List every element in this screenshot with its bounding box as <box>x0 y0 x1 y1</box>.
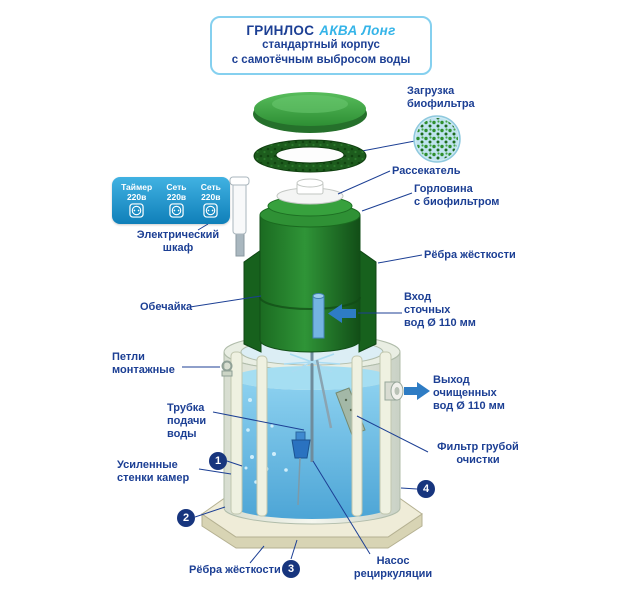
title-subtitle-2: с самотёчным выбросом воды <box>231 53 411 66</box>
conduit-pipe <box>229 176 250 257</box>
panel-item-timer: Таймер 220в <box>121 181 153 219</box>
label-neck-with-biofilter: Горловина с биофильтром <box>414 183 500 208</box>
outlet-pipe <box>384 381 404 401</box>
recirculation-pump <box>291 431 311 506</box>
leader-lines <box>182 170 429 564</box>
panel-item-voltage: 220в <box>201 191 221 202</box>
socket-icon <box>203 203 218 218</box>
label-recirculation-pump: Насос рециркуляции <box>353 555 433 580</box>
label-biofilter-load: Загрузка биофильтра <box>407 85 475 110</box>
label-dissector: Рассекатель <box>392 165 461 177</box>
label-coarse-filter: Фильтр грубой очистки <box>437 441 519 466</box>
tank-stiffening-ribs <box>230 351 392 517</box>
title-subtitle-1: стандартный корпус <box>262 39 380 51</box>
biofilter-granules-inset <box>361 115 461 163</box>
callout-marker-4: 4 <box>417 480 435 498</box>
electric-panel: Таймер 220в Сеть 220в Сеть 220в <box>112 177 230 224</box>
model-name: АКВА Лонг <box>319 23 396 38</box>
graduated-tube <box>315 359 333 429</box>
panel-item-power-2: Сеть 220в <box>200 181 221 219</box>
label-inlet: Вход сточных вод Ø 110 мм <box>404 291 476 329</box>
neck-stiffening-ribs <box>243 249 377 353</box>
page-title: ГРИНЛОС АКВА Лонг <box>218 23 424 38</box>
inlet-flow-arrow <box>328 304 356 323</box>
mounting-loop <box>221 360 233 377</box>
outlet-flow-arrow <box>404 382 430 400</box>
panel-item-label: Сеть <box>200 181 221 192</box>
callout-marker-3: 3 <box>282 560 300 578</box>
label-mounting-loops: Петли монтажные <box>112 351 175 376</box>
label-stiffening-ribs-bottom: Рёбра жёсткости <box>189 564 281 576</box>
sprinkler-spray <box>283 353 341 373</box>
label-shell: Обечайка <box>140 301 193 313</box>
callout-marker-2: 2 <box>177 509 195 527</box>
biofilter-ring <box>253 139 367 173</box>
panel-item-voltage: 220в <box>126 191 147 202</box>
label-outlet: Выход очищенных вод Ø 110 мм <box>433 374 505 412</box>
label-electric-cabinet: Электрический шкаф <box>136 229 220 254</box>
neck-top-dissector <box>267 178 353 217</box>
neck-body <box>259 202 361 353</box>
inlet-pipe <box>312 293 325 339</box>
timer-socket-icon <box>129 203 144 218</box>
label-stiffening-ribs-right: Рёбра жёсткости <box>424 249 516 261</box>
socket-icon <box>169 203 184 218</box>
panel-item-voltage: 220в <box>166 191 187 202</box>
lid <box>253 92 367 133</box>
panel-item-label: Сеть <box>166 181 187 192</box>
label-water-supply-tube: Трубка подачи воды <box>167 402 207 440</box>
callout-marker-1: 1 <box>209 452 227 470</box>
panel-item-label: Таймер <box>121 181 153 192</box>
brand-name: ГРИНЛОС <box>246 23 315 38</box>
panel-item-power-1: Сеть 220в <box>166 181 187 219</box>
label-reinforced-walls: Усиленные стенки камер <box>117 459 190 484</box>
title-box: ГРИНЛОС АКВА Лонг стандартный корпус с са… <box>210 16 432 75</box>
